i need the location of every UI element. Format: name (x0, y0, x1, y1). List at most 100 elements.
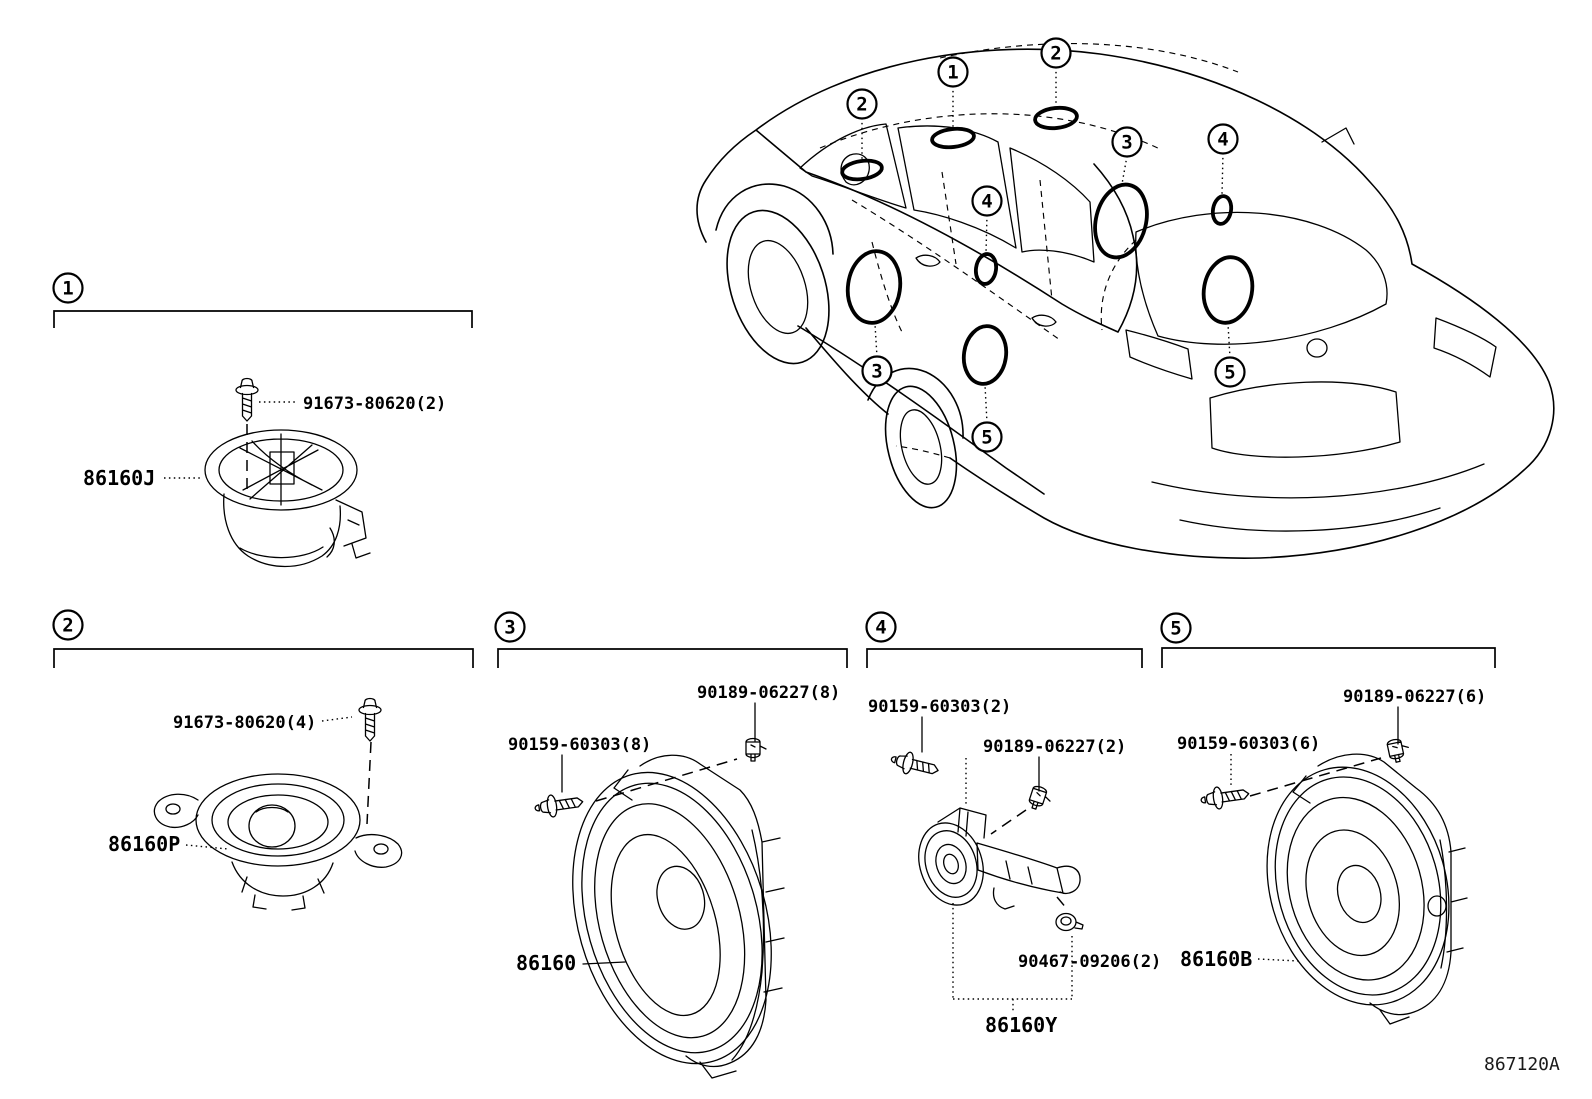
label-leader-lines (921, 716, 1040, 792)
label-leader-lines (561, 702, 756, 965)
clip-icon (1026, 784, 1054, 814)
callout-circle (1111, 126, 1143, 158)
callout-circle (52, 272, 84, 304)
callout-circle (861, 355, 893, 387)
front-wheel-rim (747, 239, 809, 335)
roof-speaker-drawing (204, 429, 371, 568)
section-1: 1 91673-80620(2) 86160J (52, 272, 473, 568)
screw-leader-dotted (1230, 754, 1300, 962)
clip-icon (745, 737, 767, 762)
speaker-dust-cap (656, 865, 706, 930)
callout-circle (846, 88, 878, 120)
speaker-location-ellipse-5b (961, 324, 1009, 386)
callout-circle (971, 421, 1003, 453)
speaker-location-markers (840, 105, 1255, 386)
callout-circle (937, 56, 969, 88)
speaker-body (204, 429, 358, 568)
drawing-code: 867120A (1484, 1054, 1560, 1075)
section-2: 2 91673-80620(4) 86160P (52, 609, 474, 911)
callout-number: 1 (62, 278, 73, 300)
grommet-part-number: 90467-09206(2) (1018, 952, 1161, 972)
fastener-dashed-lines (990, 809, 1068, 910)
car-callout-5-right: 5 (1214, 356, 1246, 388)
speaker-ring-2 (581, 782, 763, 1054)
tweeter-center (943, 853, 959, 875)
car-callout-2-top: 2 (1040, 37, 1072, 69)
oval-door-speaker-drawing (572, 754, 785, 1079)
section-4: 4 90159-60303(2) 90189-06227(2) 90467-09… (865, 611, 1161, 1037)
callout-number: 1 (947, 62, 958, 84)
rear-wheel (884, 385, 958, 509)
speaker-dust-cap (1336, 864, 1382, 924)
rear-wheel-rim (899, 409, 943, 485)
speaker-frame (613, 754, 785, 1079)
speaker-location-ellipse-2a (1033, 105, 1079, 131)
callout-number: 4 (875, 617, 886, 639)
speaker-location-ellipse-5a (1201, 255, 1255, 325)
section-3-bracket (497, 648, 848, 668)
speaker-location-ellipse-3a (1093, 182, 1149, 260)
fastener-dashed-line (1249, 757, 1382, 797)
section-3: 3 90189-06227(8) 90159-60303(8) 86160 (494, 611, 848, 1079)
speaker-frame-hole (1427, 895, 1447, 917)
section-5: 5 90189-06227(6) 90159-60303(6) 86160B (1160, 612, 1496, 1025)
part-boundary-dotted-lines (952, 903, 1073, 1011)
tweeter-bracket-arm (976, 842, 1081, 910)
fastener-part-number: 91673-80620(2) (303, 394, 446, 414)
car-illustration (696, 43, 1555, 559)
section-3-callout: 3 (494, 611, 526, 643)
car-callout-5-mid: 5 (971, 421, 1003, 453)
tweeter-dome (935, 843, 967, 885)
tweeter-speaker-drawing (918, 807, 1081, 910)
tweeter-outer-ring (918, 822, 984, 906)
tweeter-disc-group (918, 822, 984, 906)
screw-icon (1198, 782, 1251, 812)
clip-part-number: 90189-06227(8) (697, 683, 840, 703)
part-number-86160J: 86160J (83, 466, 155, 490)
callout-number: 2 (856, 94, 867, 116)
speaker-bracket (326, 499, 371, 559)
section-1-bracket (53, 310, 473, 328)
section-1-callout: 1 (52, 272, 84, 304)
callout-circle (865, 611, 897, 643)
car-rear-details (1125, 127, 1497, 532)
screw-part-number: 90159-60303(6) (1177, 734, 1320, 754)
callout-number: 2 (62, 615, 73, 637)
callout-circle (494, 611, 526, 643)
car-callout-4-right: 4 (1207, 123, 1239, 155)
section-2-bracket (53, 648, 474, 668)
midrange-speaker-drawing (153, 773, 403, 911)
screw-part-number: 90159-60303(8) (508, 735, 651, 755)
car-callout-3-right: 3 (1111, 126, 1143, 158)
callout-number: 3 (1121, 132, 1132, 154)
callout-number: 5 (1170, 618, 1181, 640)
speaker-ring-3 (594, 803, 746, 1039)
speaker-tabs-and-basket (153, 793, 403, 911)
screw-icon (532, 790, 585, 820)
screw-icon (888, 747, 942, 782)
part-number-86160B: 86160B (1180, 947, 1252, 971)
car-callout-4-mid: 4 (971, 185, 1003, 217)
speaker-location-ellipse-4a (1210, 194, 1234, 226)
rear-door-speaker-drawing (1266, 753, 1468, 1025)
part-number-86160Y: 86160Y (985, 1013, 1057, 1037)
screw-part-number: 90159-60303(2) (868, 697, 1011, 717)
callout-circle (52, 609, 84, 641)
speaker-location-ellipse-2b (840, 158, 884, 182)
callout-leader-lines (861, 67, 1231, 424)
section-4-callout: 4 (865, 611, 897, 643)
clip-icon (1385, 736, 1412, 764)
callout-number: 5 (1224, 362, 1235, 384)
section-5-bracket (1161, 647, 1496, 668)
speaker-ring-3 (1286, 796, 1425, 981)
callout-number: 3 (871, 361, 882, 383)
callout-circle (1207, 123, 1239, 155)
speaker-location-ellipse-1 (930, 126, 976, 150)
car-callout-3-left: 3 (861, 355, 893, 387)
car-callout-1: 1 (937, 56, 969, 88)
section-4-bracket (866, 648, 1143, 668)
clip-part-number: 90189-06227(2) (983, 737, 1126, 757)
callout-circle (1160, 612, 1192, 644)
callout-number: 2 (1050, 43, 1061, 65)
